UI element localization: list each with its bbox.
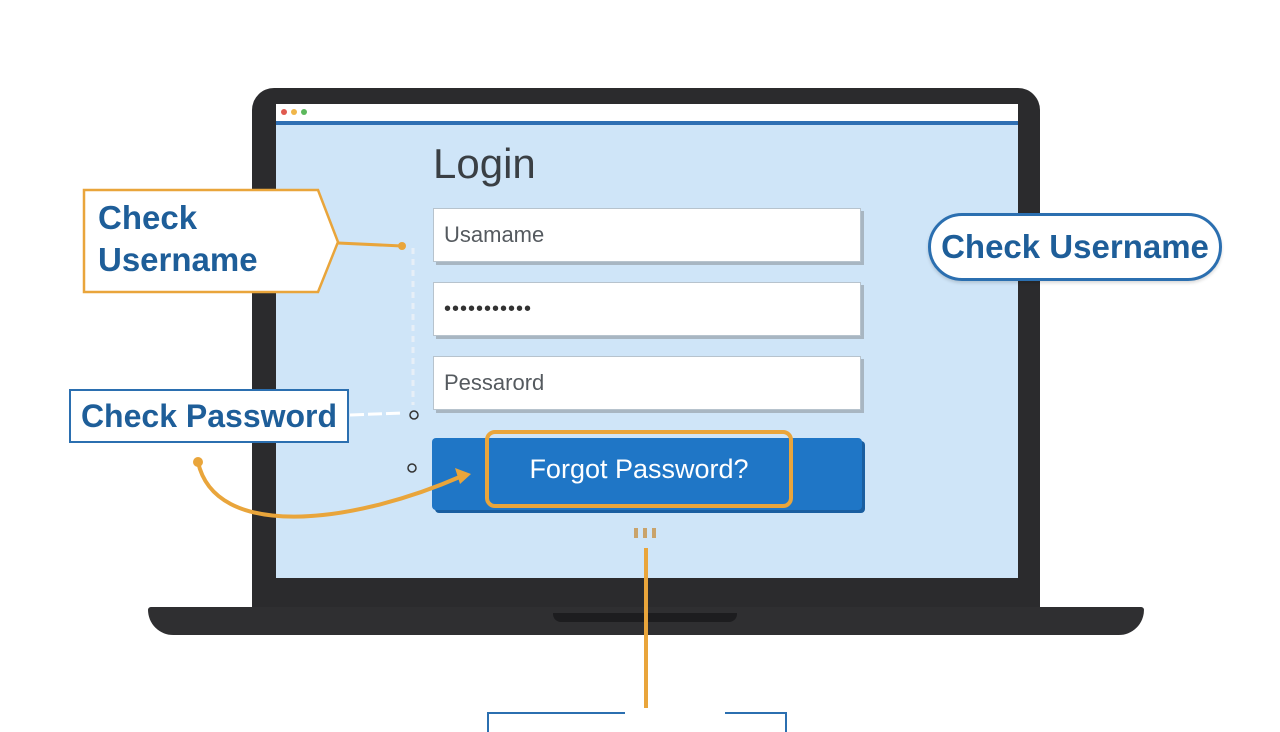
check-password-label: Check Password bbox=[80, 397, 338, 434]
password-masked-value: ••••••••••• bbox=[444, 297, 533, 320]
browser-toolbar bbox=[276, 104, 1018, 125]
window-close-icon[interactable] bbox=[281, 109, 287, 115]
small-dots-icon bbox=[652, 528, 656, 538]
window-maximize-icon[interactable] bbox=[301, 109, 307, 115]
check-username-right-label: Check Username bbox=[941, 228, 1209, 265]
arrow-head-icon bbox=[455, 468, 471, 484]
marker-icon bbox=[409, 410, 419, 420]
password-input[interactable]: ••••••••••• bbox=[433, 282, 861, 336]
password-arrow-start-dot bbox=[193, 457, 203, 467]
forgot-password-button[interactable]: Forgot Password? bbox=[485, 430, 793, 508]
username-input[interactable]: Usamame bbox=[433, 208, 861, 262]
password-placeholder: Pessarord bbox=[444, 370, 545, 395]
callout-line-2: Username bbox=[98, 241, 258, 278]
password-connector-line bbox=[349, 411, 403, 417]
window-minimize-icon[interactable] bbox=[291, 109, 297, 115]
callout-line-1: Check bbox=[98, 199, 198, 236]
check-password-callout: Check Password bbox=[69, 389, 349, 443]
username-placeholder: Usamame bbox=[444, 222, 545, 247]
username-connector-line bbox=[337, 241, 403, 248]
check-username-callout-shape bbox=[82, 188, 340, 294]
password-arrow-path bbox=[196, 461, 463, 519]
bottom-callout-gap bbox=[625, 708, 725, 716]
marker-icon bbox=[407, 463, 417, 473]
check-username-callout-left: Check Username bbox=[98, 197, 258, 281]
username-connector-dot bbox=[398, 242, 406, 250]
small-dots-icon bbox=[643, 528, 647, 538]
login-title: Login bbox=[433, 140, 536, 187]
password-confirm-input[interactable]: Pessarord bbox=[433, 356, 861, 410]
check-username-callout-right: Check Username bbox=[928, 213, 1222, 281]
small-dots-icon bbox=[634, 528, 638, 538]
forgot-password-label: Forgot Password? bbox=[529, 453, 749, 484]
